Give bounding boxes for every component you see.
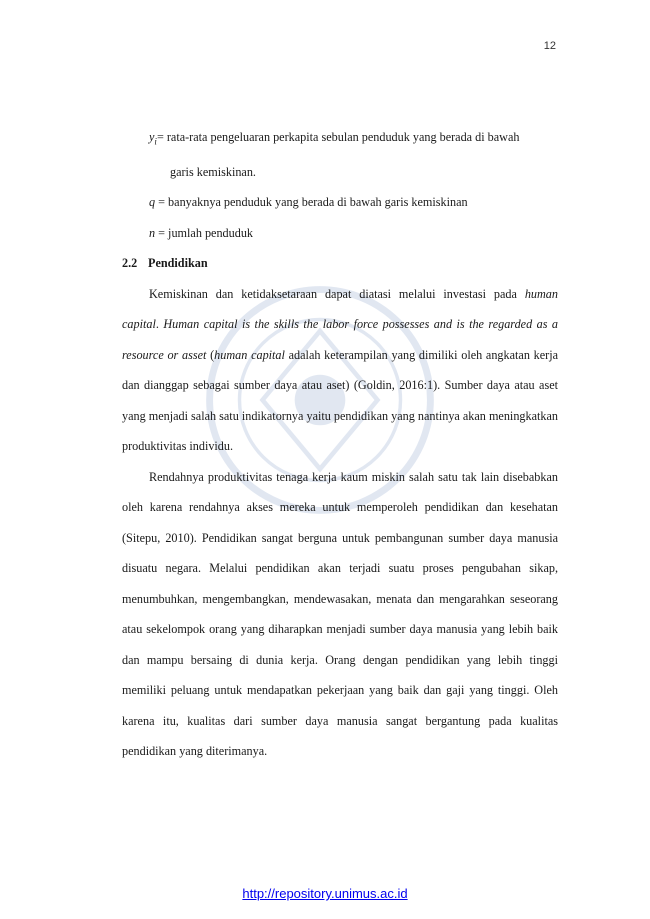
repository-link[interactable]: http://repository.unimus.ac.id (242, 886, 408, 901)
definition-text: = jumlah penduduk (155, 225, 254, 240)
symbol-y: y (149, 130, 155, 144)
definition-text: = banyaknya penduduk yang berada di bawa… (155, 195, 468, 210)
page-number: 12 (543, 40, 556, 52)
symbol-q: q (149, 195, 156, 210)
text-run: adalah keterampilan yang dimiliki oleh a… (122, 347, 558, 454)
paragraph-productivity: Rendahnya produktivitas tenaga kerja kau… (122, 469, 558, 759)
definition-n: n = jumlah penduduk (122, 218, 558, 249)
definition-text: = rata-rata pengeluaran perkapita sebula… (156, 130, 520, 144)
text-run: Kemiskinan dan ketidaksetaraan dapat dia… (149, 286, 525, 301)
text-run: ( (206, 347, 215, 362)
definition-continuation: garis kemiskinan. (170, 164, 256, 179)
symbol-n: n (149, 225, 156, 240)
definition-yi: yi= rata-rata pengeluaran perkapita sebu… (122, 122, 558, 157)
italic-term: human capital (122, 286, 558, 332)
section-heading: 2.2 Pendidikan (122, 248, 558, 279)
italic-quote: Human capital is the skills the labor fo… (122, 317, 559, 362)
section-number: 2.2 (122, 256, 138, 271)
paragraph-human-capital: Kemiskinan dan ketidaksetaraan dapat dia… (122, 279, 558, 462)
page-body: yi= rata-rata pengeluaran perkapita sebu… (122, 122, 558, 767)
section-title: Pendidikan (148, 256, 208, 271)
university-seal-watermark (206, 286, 434, 514)
definition-q: q = banyaknya penduduk yang berada di ba… (122, 187, 558, 218)
text-run: . (155, 317, 164, 332)
subscript-i: i (154, 136, 157, 147)
italic-term: human capital (214, 347, 285, 362)
